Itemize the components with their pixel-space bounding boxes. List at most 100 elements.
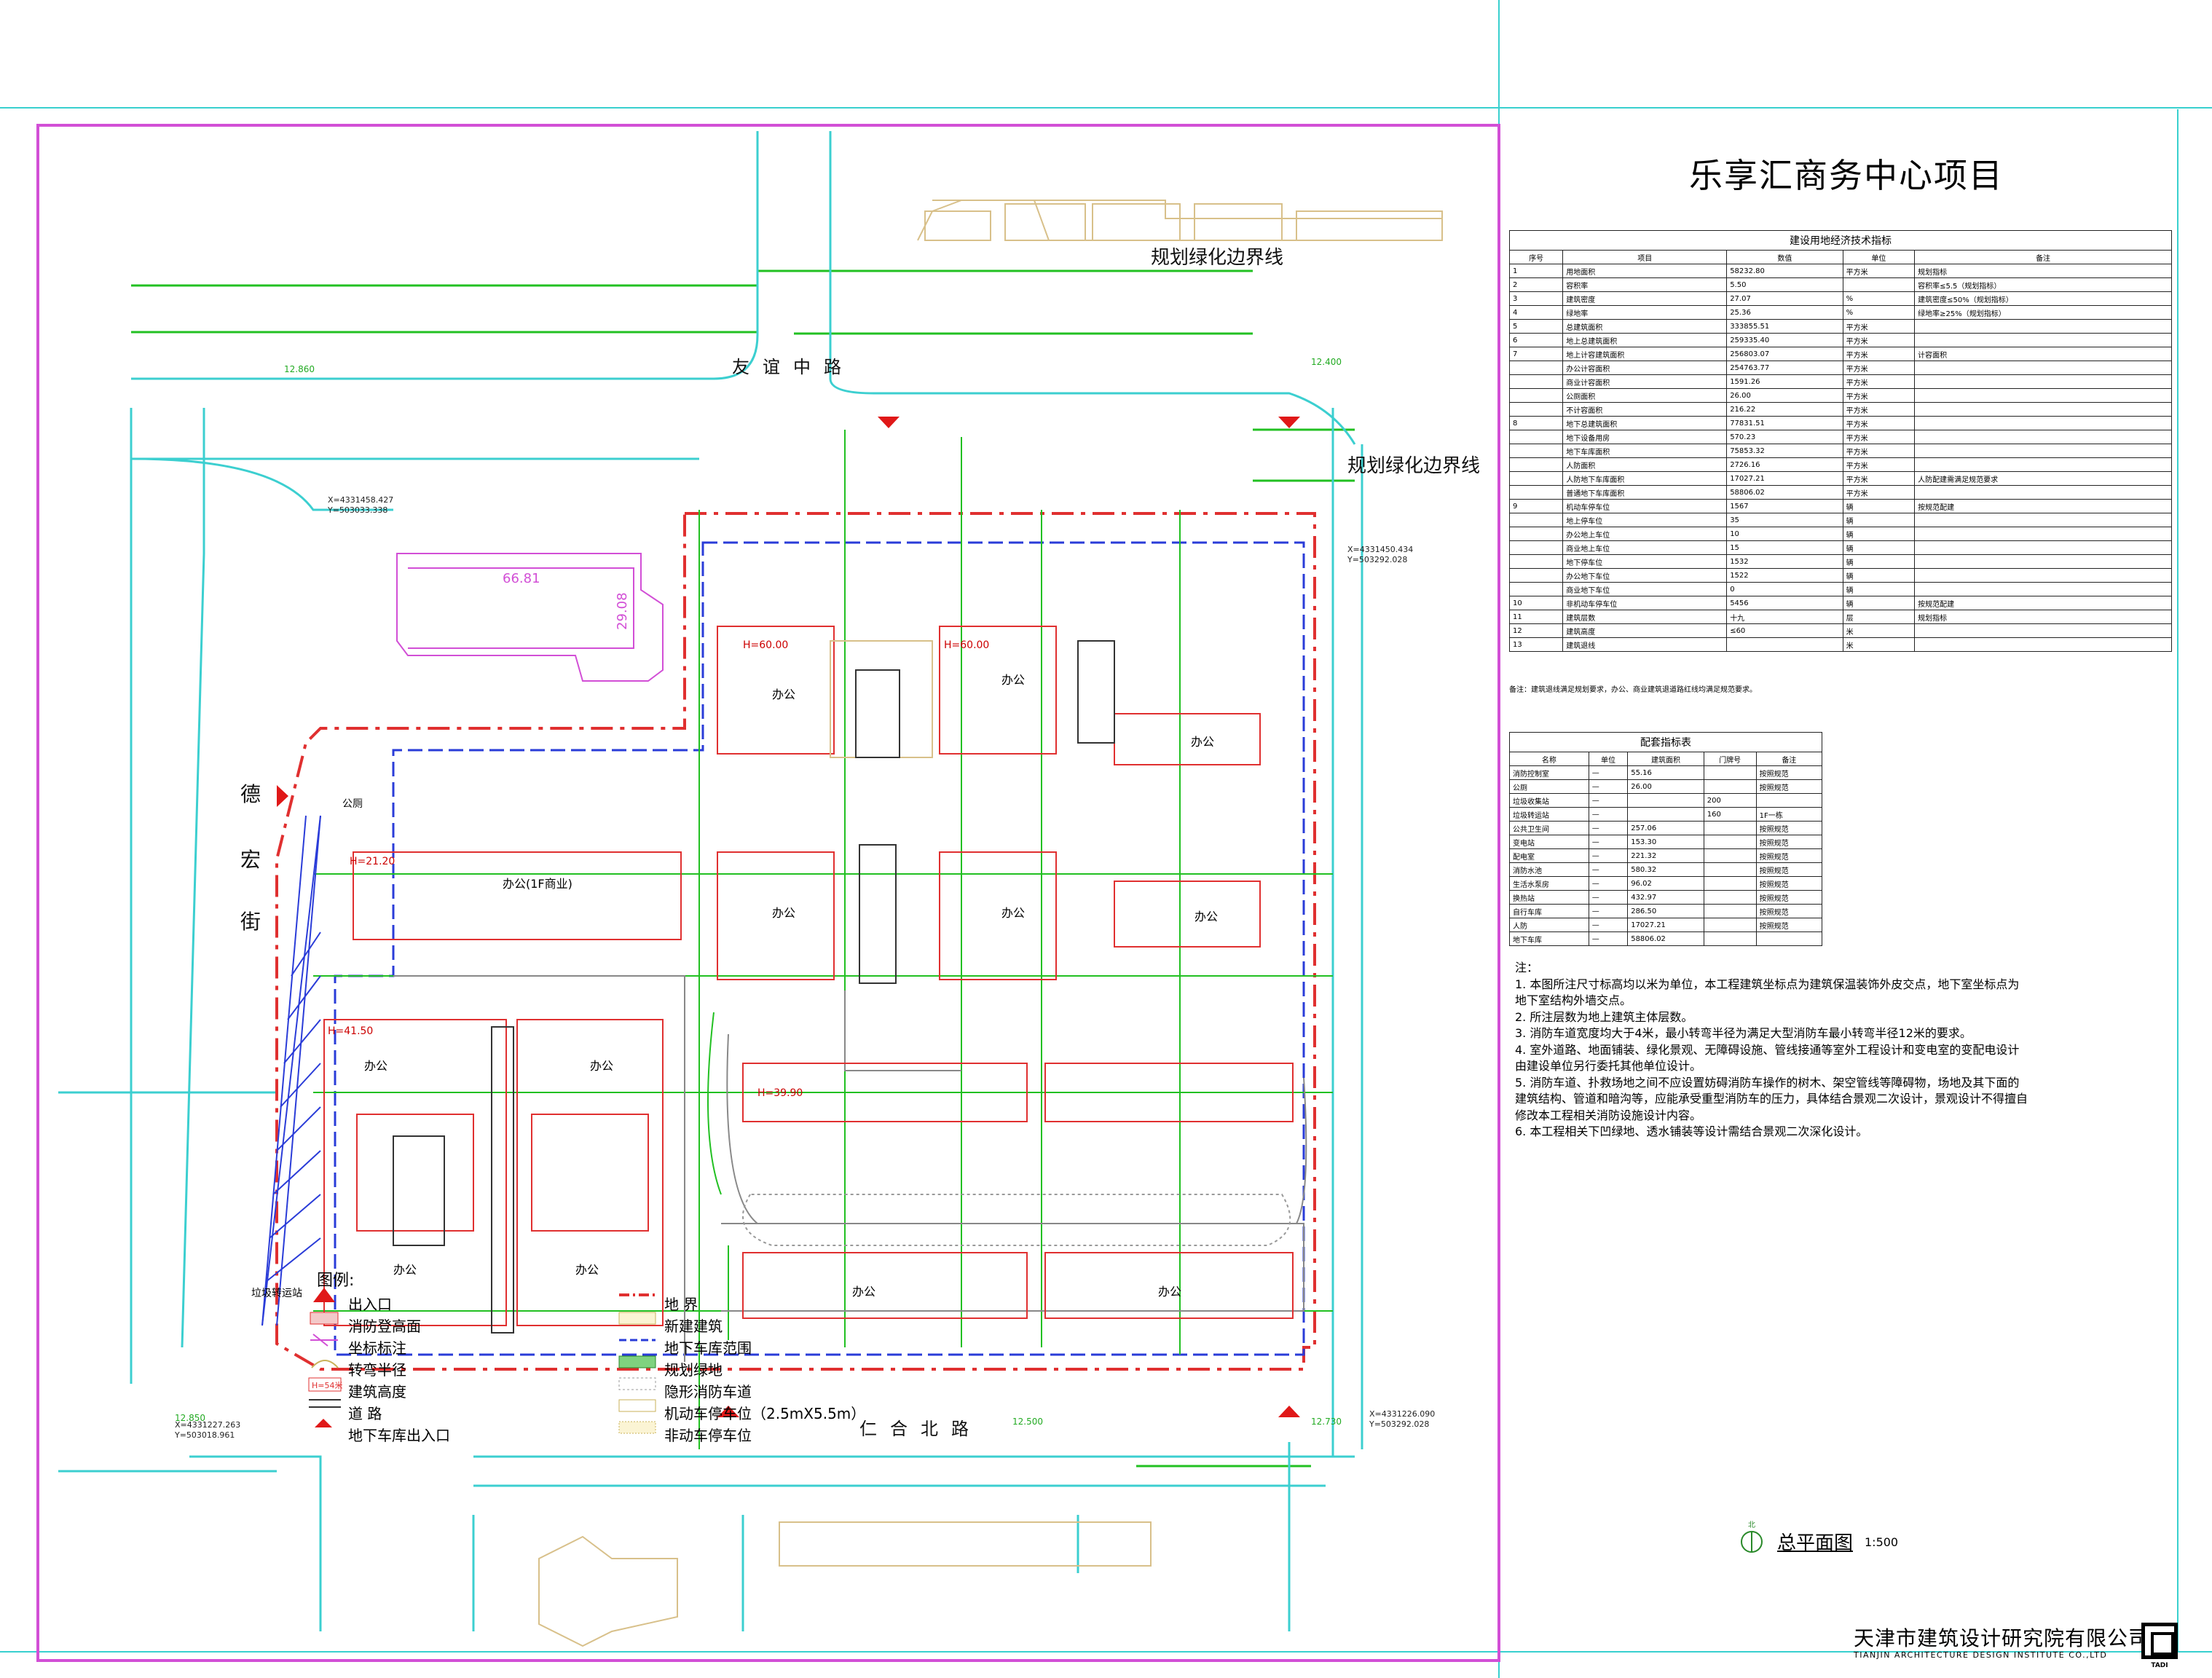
tech-cell: 0 [1726, 582, 1843, 596]
company-logo-text: TADI [2151, 1662, 2168, 1669]
tech-cell [1508, 485, 1564, 500]
tech-cell: 容积率≤5.5（规划指标） [1914, 277, 2172, 292]
note-line: 1. 本图所注尺寸标高均以米为单位，本工程建筑坐标点为建筑保温装饰外皮交点，地下… [1515, 977, 2020, 991]
tech-cell: 平方米 [1842, 444, 1916, 458]
config-cell: 按照规范 [1755, 890, 1823, 905]
config-cell: 公厕 [1509, 779, 1589, 794]
tech-cell [1508, 582, 1564, 596]
tech-cell: 地上停车位 [1562, 513, 1728, 527]
fire-climb-face [261, 815, 321, 1326]
config-cell [1755, 931, 1823, 946]
tech-cell: % [1842, 291, 1916, 306]
tech-cell [1508, 540, 1564, 555]
garbage-station-label: 垃圾转运站 [251, 1288, 302, 1299]
building-label-3: 办公(1F商业) [503, 877, 572, 891]
tech-cell: 58806.02 [1726, 485, 1843, 500]
tech-cell: 办公地上车位 [1562, 527, 1728, 541]
tech-cell: 总建筑面积 [1562, 319, 1728, 334]
tech-cell: 6 [1508, 333, 1564, 347]
fire-climb-icon [310, 1312, 339, 1325]
tech-cell: 米 [1842, 637, 1916, 652]
tech-header-cell: 数值 [1726, 250, 1843, 264]
tech-cell: 17027.21 [1726, 471, 1843, 486]
config-cell: 55.16 [1627, 765, 1704, 780]
tech-cell: ≤60 [1726, 623, 1843, 638]
tech-cell: 平方米 [1842, 416, 1916, 430]
sheet-frame [36, 124, 1500, 1662]
tech-cell [1914, 444, 2172, 458]
building-label-4: 办公 [772, 906, 796, 920]
building-label-10: 办公 [393, 1263, 417, 1277]
config-cell: 消防水池 [1509, 862, 1589, 877]
config-cell [1703, 779, 1757, 794]
tech-cell [1914, 319, 2172, 334]
tech-cell [1914, 623, 2172, 638]
tech-cell [1914, 388, 2172, 403]
design-notes: 注： 1. 本图所注尺寸标高均以米为单位，本工程建筑坐标点为建筑保温装饰外皮交点… [1515, 960, 2054, 1141]
tech-cell [1914, 402, 2172, 417]
note-line: 6. 本工程相关下凹绿地、透水铺装等设计需结合景观二次深化设计。 [1515, 1124, 1868, 1138]
building-label-1: 办公 [772, 688, 796, 701]
tech-cell: 层 [1842, 610, 1916, 624]
tech-cell: 地上计容建筑面积 [1562, 347, 1728, 361]
tech-cell: 建筑密度≤50%（规划指标） [1914, 291, 2172, 306]
tech-cell: 平方米 [1842, 347, 1916, 361]
tech-cell [1914, 637, 2172, 652]
tech-cell: 平方米 [1842, 374, 1916, 389]
coordinate-2: X=4331450.434 [1347, 545, 1414, 554]
tech-cell: 4 [1508, 305, 1564, 320]
tech-cell [1508, 444, 1564, 458]
tech-cell: 8 [1508, 416, 1564, 430]
config-cell: 160 [1703, 807, 1757, 822]
config-cell: 按照规范 [1755, 862, 1823, 877]
tech-cell: 不计容面积 [1562, 402, 1728, 417]
tech-cell: 1591.26 [1726, 374, 1843, 389]
config-cell: 人防 [1509, 918, 1589, 932]
config-cell: 96.02 [1627, 876, 1704, 891]
config-cell: — [1588, 876, 1629, 891]
coordinate-4: X=4331226.090 [1369, 1409, 1436, 1419]
tech-cell [1842, 277, 1916, 292]
company-name: 天津市建筑设计研究院有限公司 [1854, 1626, 2150, 1650]
tech-cell: 35 [1726, 513, 1843, 527]
legend-label: 坐标标注 [348, 1339, 406, 1357]
config-cell [1703, 862, 1757, 877]
tech-cell: 254763.77 [1726, 361, 1843, 375]
tech-cell [1508, 527, 1564, 541]
config-table-caption: 配套指标表 [1509, 732, 1822, 752]
tech-cell: 辆 [1842, 554, 1916, 569]
config-cell [1703, 821, 1757, 835]
tech-cell [1508, 568, 1564, 583]
height-icon [308, 1377, 342, 1392]
legend-label: 地下车库出入口 [348, 1427, 450, 1444]
tech-cell [1508, 554, 1564, 569]
legend-label: 规划绿地 [664, 1361, 723, 1379]
building-height-14: H=39.90 [757, 1087, 803, 1099]
tech-cell [1914, 485, 2172, 500]
tech-cell: 建筑密度 [1562, 291, 1728, 306]
config-cell: 消防控制室 [1509, 765, 1589, 780]
building-label-13: 办公 [1158, 1285, 1182, 1299]
config-cell [1703, 835, 1757, 849]
config-cell: 200 [1703, 793, 1757, 808]
config-cell [1703, 876, 1757, 891]
tech-cell: 平方米 [1842, 388, 1916, 403]
config-cell [1703, 848, 1757, 863]
new-building-icon [618, 1312, 656, 1325]
tech-cell: 平方米 [1842, 430, 1916, 444]
config-cell: 地下车库 [1509, 931, 1589, 946]
